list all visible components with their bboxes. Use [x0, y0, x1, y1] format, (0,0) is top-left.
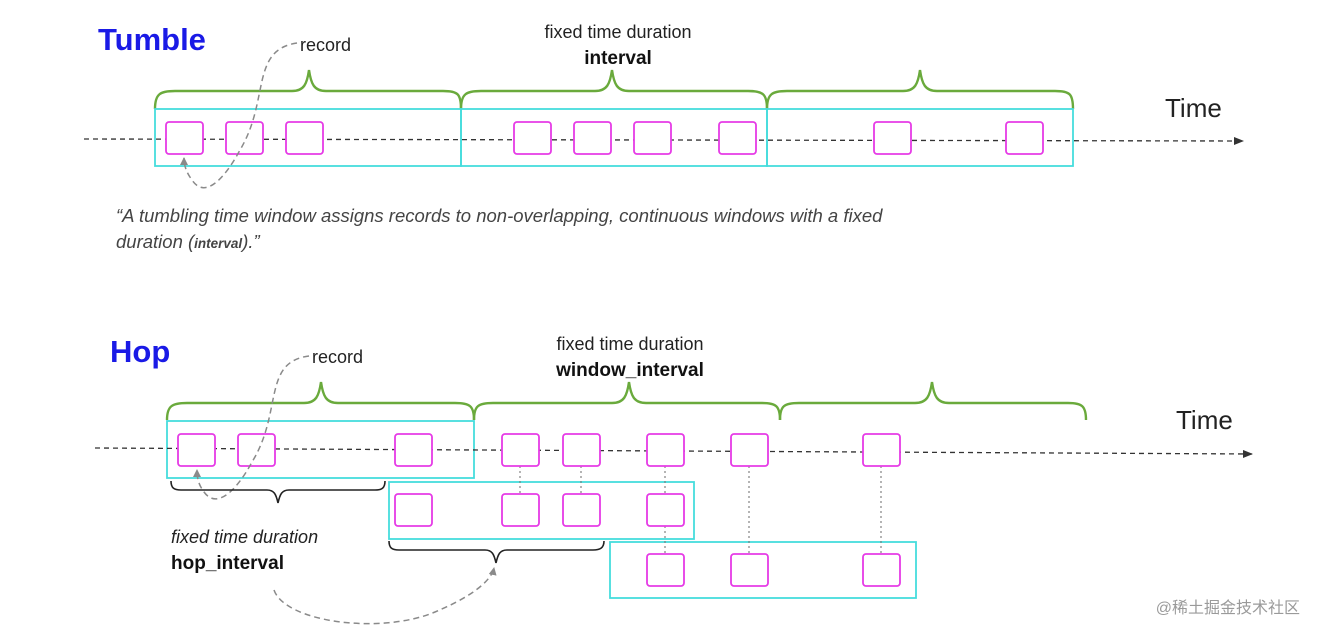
tumble-record: [633, 121, 672, 155]
tumble-brace-3: [765, 69, 1075, 110]
tumble-time-label: Time: [1165, 93, 1222, 123]
hop-brace-2: [472, 381, 782, 421]
hop-interval-param: hop_interval: [171, 553, 284, 574]
tumble-brace-1: [153, 69, 463, 110]
tumble-record: [573, 121, 612, 155]
tumble-record: [1005, 121, 1044, 155]
hop-record-pointer: [193, 355, 310, 500]
hop-interval-pointer: [273, 567, 497, 625]
hop-duration-param: window_interval: [555, 360, 704, 381]
hop-record: [394, 493, 433, 527]
tumble-record: [513, 121, 552, 155]
hop-title: Hop: [110, 334, 170, 369]
hop-duration-label: fixed time duration: [556, 334, 703, 354]
hop-record: [862, 553, 901, 587]
hop-record: [730, 553, 769, 587]
tumble-record: [718, 121, 757, 155]
hop-window-3: [609, 541, 917, 599]
tumble-quote-post: ).”: [240, 231, 260, 252]
hop-record: [501, 493, 540, 527]
hop-record: [394, 433, 433, 467]
tumble-duration-param: interval: [584, 48, 652, 69]
tumble-section: Tumble record fixed time duration interv…: [83, 22, 1244, 252]
tumble-quote-pre: duration (: [116, 231, 196, 252]
hop-record: [562, 433, 601, 467]
tumble-record: [285, 121, 324, 155]
hop-interval-brace-1: [170, 480, 386, 504]
hop-record: [562, 493, 601, 527]
hop-section: Hop record fixed time duration window_in…: [94, 334, 1253, 625]
tumble-record: [225, 121, 264, 155]
tumble-brace-2: [459, 69, 769, 110]
tumble-record: [873, 121, 912, 155]
tumble-record-pointer: [180, 42, 298, 189]
hop-record: [646, 553, 685, 587]
hop-window-2: [388, 481, 695, 540]
tumble-record-label: record: [300, 35, 351, 55]
hop-interval-brace-2: [388, 540, 605, 564]
hop-interval-label: fixed time duration: [171, 527, 318, 547]
tumble-quote-line1: “A tumbling time window assigns records …: [116, 205, 883, 226]
tumble-title: Tumble: [98, 22, 206, 57]
tumble-quote-line2: duration (interval).”: [116, 231, 260, 252]
hop-record: [862, 433, 901, 467]
tumble-window-3: [766, 108, 1074, 167]
tumble-quote-param: interval: [194, 236, 242, 251]
hop-time-label: Time: [1176, 405, 1233, 435]
hop-record: [646, 493, 685, 527]
hop-record: [646, 433, 685, 467]
tumble-record: [165, 121, 204, 155]
watermark: @稀土掘金技术社区: [1156, 599, 1300, 617]
hop-record: [177, 433, 216, 467]
hop-record-label: record: [312, 347, 363, 367]
hop-record: [237, 433, 276, 467]
hop-brace-3: [778, 381, 1088, 421]
hop-brace-1: [165, 381, 476, 421]
tumble-duration-label: fixed time duration: [544, 22, 691, 42]
hop-record: [730, 433, 769, 467]
hop-record: [501, 433, 540, 467]
